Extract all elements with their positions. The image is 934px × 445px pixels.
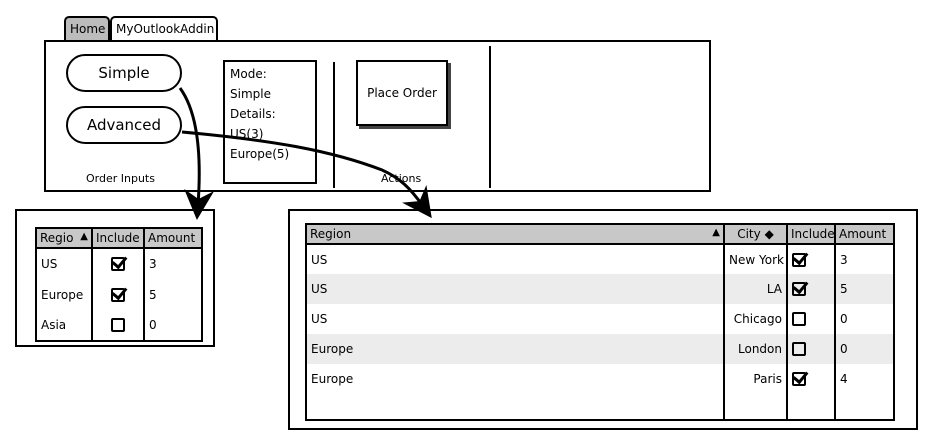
checkbox-checked[interactable] xyxy=(792,372,806,387)
cell-city: Paris xyxy=(723,364,788,394)
ribbon-divider xyxy=(333,62,335,188)
cell-region: Europe xyxy=(305,334,725,364)
cell-city: London xyxy=(723,334,788,364)
advanced-grid: Region▲ City ◆ Include Amount US New Yor… xyxy=(305,223,895,421)
cell-region: Asia xyxy=(35,310,93,342)
column-header-region[interactable]: Region▲ xyxy=(305,223,725,245)
cell-region: Europe xyxy=(35,279,93,310)
sort-up-icon: ▲ xyxy=(712,227,720,238)
empty-cell xyxy=(723,394,788,421)
cell-amount: 0 xyxy=(143,310,203,342)
cell-amount: 3 xyxy=(143,248,203,279)
checkbox-checked[interactable] xyxy=(792,252,806,267)
empty-cell xyxy=(834,394,895,421)
cell-city: Chicago xyxy=(723,304,788,334)
simple-grid-panel: Regio▲ Include Amount US 3 Europe 5 Asia… xyxy=(15,209,215,347)
advanced-grid-panel: Region▲ City ◆ Include Amount US New Yor… xyxy=(288,209,918,430)
column-header-amount[interactable]: Amount xyxy=(834,223,895,245)
cell-region: US xyxy=(305,274,725,304)
cell-region: US xyxy=(305,244,725,274)
column-header-include[interactable]: Include xyxy=(91,227,145,249)
cell-city: LA xyxy=(723,274,788,304)
advanced-button[interactable]: Advanced xyxy=(66,106,182,144)
cell-amount: 0 xyxy=(834,304,895,334)
cell-amount: 0 xyxy=(834,334,895,364)
sort-icon: ◆ xyxy=(764,227,774,241)
order-inputs-group-label: Order Inputs xyxy=(86,172,155,185)
simple-button[interactable]: Simple xyxy=(66,54,182,92)
details-title-line: Details: xyxy=(230,107,276,121)
column-header-amount[interactable]: Amount xyxy=(143,227,203,249)
checkbox-unchecked[interactable] xyxy=(111,318,125,333)
simple-grid: Regio▲ Include Amount US 3 Europe 5 Asia… xyxy=(35,227,203,342)
cell-amount: 4 xyxy=(834,364,895,394)
ribbon-panel: Simple Advanced Order Inputs Mode: Simpl… xyxy=(44,40,711,192)
ribbon-divider xyxy=(489,46,491,188)
cell-region: Europe xyxy=(305,364,725,394)
checkbox-checked[interactable] xyxy=(111,287,125,302)
cell-region: US xyxy=(305,304,725,334)
column-header-region[interactable]: Regio▲ xyxy=(35,227,93,249)
empty-cell xyxy=(786,394,836,421)
checkbox-checked[interactable] xyxy=(792,282,806,297)
column-header-include[interactable]: Include xyxy=(786,223,836,245)
details-europe-line: Europe(5) xyxy=(230,147,290,161)
sort-up-icon: ▲ xyxy=(80,231,88,242)
empty-cell xyxy=(305,394,725,421)
tab-myoutlookaddin[interactable]: MyOutlookAddin xyxy=(110,16,218,42)
cell-amount: 5 xyxy=(143,279,203,310)
actions-group-label: Actions xyxy=(381,172,422,185)
details-box: Mode: Simple Details: US(3) Europe(5) xyxy=(223,60,317,184)
cell-amount: 3 xyxy=(834,244,895,274)
cell-city: New York xyxy=(723,244,788,274)
tab-home[interactable]: Home xyxy=(64,16,110,42)
column-header-city[interactable]: City ◆ xyxy=(723,223,788,245)
cell-amount: 5 xyxy=(834,274,895,304)
details-us-line: US(3) xyxy=(230,127,264,141)
checkbox-checked[interactable] xyxy=(111,257,125,272)
checkbox-unchecked[interactable] xyxy=(792,342,806,357)
details-mode-line: Mode: Simple xyxy=(230,67,271,101)
place-order-button[interactable]: Place Order xyxy=(356,60,448,126)
checkbox-unchecked[interactable] xyxy=(792,312,806,327)
cell-region: US xyxy=(35,248,93,279)
